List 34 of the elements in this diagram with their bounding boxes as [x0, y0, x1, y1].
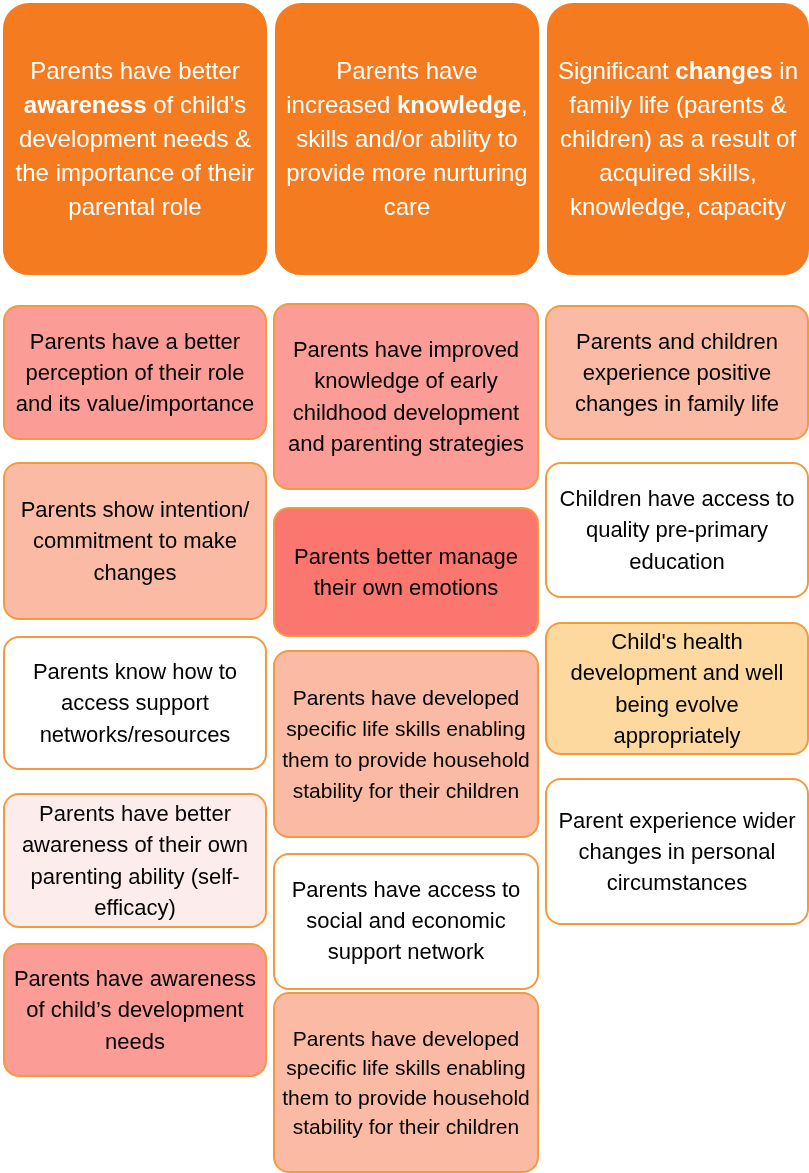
outcome-box: [3, 462, 267, 620]
outcome-text: Significant changes in family life (parents & children) as a result of acquired skills, knowledge, capacity: [556, 55, 800, 223]
outcome-box: [3, 305, 267, 440]
outcome-box: [3, 793, 267, 928]
outcome-text: Parents know how to access support networks/resources: [31, 658, 239, 749]
outcome-text: Parents have awareness of child’s development needs: [12, 965, 258, 1056]
outcome-text: Parents have developed specific life skills enabling them to provide household stability for their children: [281, 1025, 531, 1140]
outcome-text: Parents have developed specific life skills enabling them to provide household stability for their children: [281, 684, 531, 805]
outcome-box: [545, 622, 809, 755]
outcome-text: Parents have better awareness of their own parenting ability (self-efficacy): [20, 800, 250, 922]
outcome-box: [273, 507, 539, 637]
outcome-text: Child's health development and well being evolve appropriately: [569, 628, 785, 750]
outcome-text: Parents have access to social and economic support network: [290, 876, 522, 966]
outcome-text: Parents have better awareness of child’s development needs & the importance of their parental role: [14, 55, 256, 223]
outcome-text: Parents better manage their own emotions: [293, 542, 519, 602]
outcome-text: Parents have improved knowledge of early childhood development and parenting strategies: [286, 336, 526, 458]
outcome-text: Parents show intention/ commitment to make changes: [19, 496, 251, 587]
outcome-box: [273, 650, 539, 838]
outcome-text: Children have access to quality pre-primary education: [558, 485, 796, 576]
outcome-text: Parents have a better perception of their role and its value/importance: [14, 327, 256, 419]
outcome-box: [545, 305, 809, 440]
outcome-box: [545, 778, 809, 925]
outcome-header-box: [547, 3, 809, 275]
outcome-header-box: [275, 3, 539, 275]
outcome-text: Parents and children experience positive changes in family life: [573, 327, 781, 419]
outcome-box: [3, 943, 267, 1077]
outcome-box: [273, 853, 539, 990]
outcome-text: Parent experience wider changes in personal circumstances: [557, 806, 797, 898]
outcome-box: [3, 636, 267, 770]
outcome-box: [545, 462, 809, 598]
outcome-box: [273, 303, 539, 490]
outcome-text: Parents have increased knowledge, skills and/or ability to provide more nurturing care: [285, 55, 529, 223]
outcome-box: [273, 992, 539, 1173]
outcome-header-box: [3, 3, 267, 275]
